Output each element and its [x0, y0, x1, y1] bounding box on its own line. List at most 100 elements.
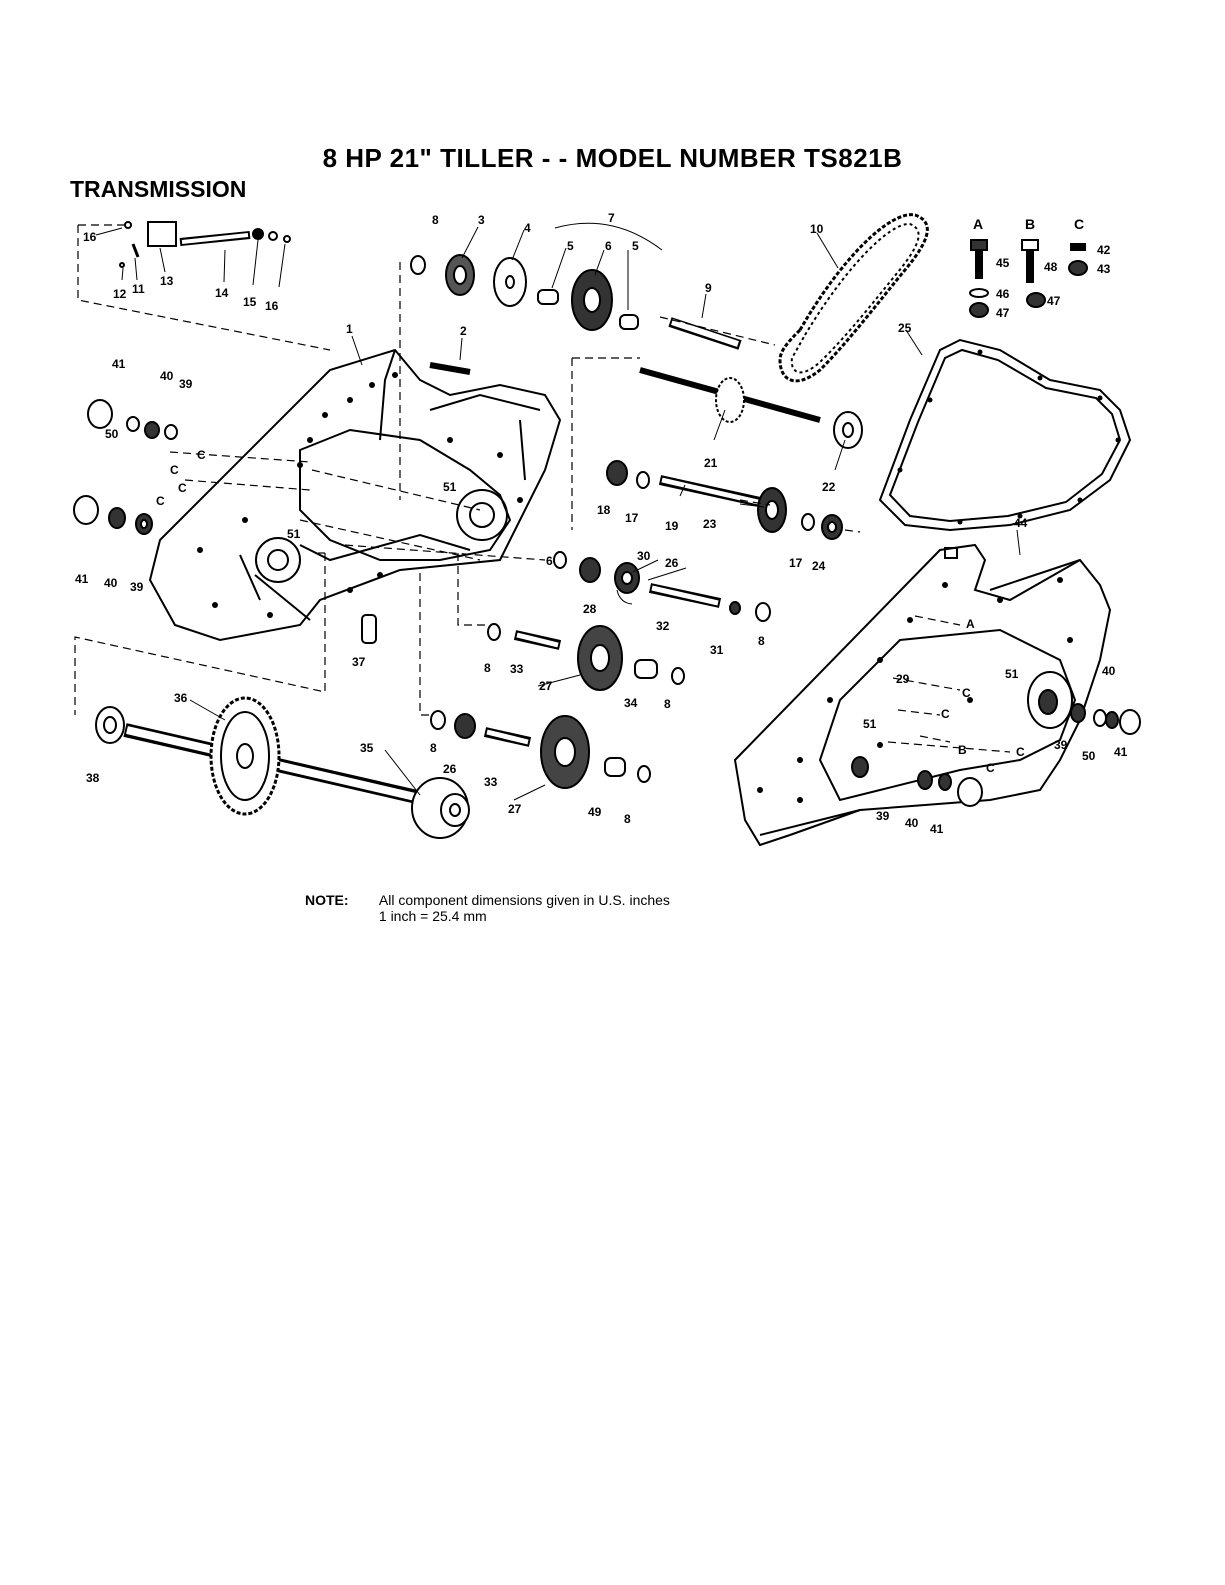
- callout-25: 25: [898, 321, 912, 335]
- callout-8: 8: [664, 697, 671, 711]
- callout-11: 11: [132, 282, 145, 296]
- callout-33: 33: [484, 775, 498, 789]
- callout-50: 50: [1082, 749, 1096, 763]
- note-line-1: All component dimensions given in U.S. i…: [378, 892, 670, 908]
- legend-header-b: B: [1025, 216, 1035, 232]
- callout-40: 40: [160, 369, 174, 383]
- callout-39: 39: [1054, 738, 1068, 752]
- callout-48: 48: [1044, 260, 1058, 274]
- callout-5: 5: [567, 239, 574, 253]
- shaft-19-assembly: [606, 460, 843, 540]
- callout-28: 28: [583, 602, 597, 616]
- callout-2: 2: [460, 324, 467, 338]
- callout-40: 40: [905, 816, 919, 830]
- legend-header-a: A: [973, 216, 983, 232]
- callout-32: 32: [656, 619, 670, 633]
- callout-41: 41: [75, 572, 89, 586]
- callout-35: 35: [360, 741, 374, 755]
- callout-41: 41: [930, 822, 944, 836]
- callout-37: 37: [352, 655, 366, 669]
- drive-chain: [778, 213, 929, 383]
- callout-33: 33: [510, 662, 524, 676]
- callout-42: 42: [1097, 243, 1111, 257]
- transmission-housing-left: [148, 348, 562, 642]
- shaft-33-upper-assembly: [487, 623, 685, 691]
- arrow-label-c: C: [178, 481, 187, 495]
- arrow-label-a: A: [966, 617, 975, 631]
- shift-parts: [119, 221, 291, 268]
- note-body: All component dimensions given in U.S. i…: [379, 892, 670, 924]
- callout-18: 18: [597, 503, 611, 517]
- shaft-33-lower-assembly: [430, 710, 651, 789]
- callout-41: 41: [1114, 745, 1128, 759]
- callout-8: 8: [432, 213, 439, 227]
- callout-43: 43: [1097, 262, 1111, 276]
- callout-50: 50: [105, 427, 119, 441]
- hardware-legend-headers: A B C: [973, 216, 1084, 232]
- axle-assembly: [95, 696, 470, 839]
- housing-holes-right: [757, 577, 1073, 803]
- shaft-32-assembly: [553, 551, 771, 622]
- callout-26: 26: [443, 762, 457, 776]
- callout-8: 8: [624, 812, 631, 826]
- arrow-label-c: C: [941, 707, 950, 721]
- callout-40: 40: [1102, 664, 1116, 678]
- callout-27: 27: [539, 679, 553, 693]
- callout-7: 7: [608, 211, 615, 225]
- arrow-label-c: C: [986, 761, 995, 775]
- right-bearings: [851, 689, 1141, 807]
- callout-46: 46: [996, 287, 1010, 301]
- callout-4: 4: [524, 221, 531, 235]
- callout-24: 24: [812, 559, 826, 573]
- callout-30: 30: [637, 549, 651, 563]
- callout-51: 51: [863, 717, 877, 731]
- callout-36: 36: [174, 691, 188, 705]
- callout-39: 39: [130, 580, 144, 594]
- callout-23: 23: [703, 517, 717, 531]
- callout-15: 15: [243, 295, 257, 309]
- callout-49: 49: [588, 805, 602, 819]
- callout-1: 1: [346, 322, 353, 336]
- callout-31: 31: [710, 643, 724, 657]
- note-label: NOTE:: [305, 892, 349, 908]
- callout-12: 12: [113, 287, 127, 301]
- callout-51: 51: [1005, 667, 1019, 681]
- callout-26: 26: [665, 556, 679, 570]
- left-bearings: [73, 399, 178, 535]
- callout-21: 21: [704, 456, 718, 470]
- legend-header-c: C: [1074, 216, 1084, 232]
- callout-22: 22: [822, 480, 836, 494]
- callout-8: 8: [430, 741, 437, 755]
- callout-16: 16: [265, 299, 279, 313]
- housing-gasket: [878, 338, 1132, 532]
- callout-3: 3: [478, 213, 485, 227]
- callout-51: 51: [443, 480, 457, 494]
- housing-holes-left: [197, 372, 523, 618]
- callout-47: 47: [1047, 294, 1061, 308]
- fastener-arrows: C C C C A C C B C C: [156, 448, 1025, 775]
- part-callouts: 1 2 3 4 5 5 6 6 7 8 8 8 8 8 8 9 10 11 12…: [75, 211, 1128, 836]
- note-line-2: 1 inch = 25.4 mm: [378, 908, 487, 924]
- callout-45: 45: [996, 256, 1010, 270]
- callout-38: 38: [86, 771, 100, 785]
- callout-8: 8: [484, 661, 491, 675]
- callout-47: 47: [996, 306, 1010, 320]
- section-title: TRANSMISSION: [70, 176, 247, 202]
- callout-40: 40: [104, 576, 118, 590]
- callout-6: 6: [546, 554, 553, 568]
- callout-17: 17: [625, 511, 639, 525]
- callout-39: 39: [876, 809, 890, 823]
- arrow-label-c: C: [962, 686, 971, 700]
- callout-19: 19: [665, 519, 679, 533]
- gasket-holes: [897, 349, 1121, 525]
- callout-34: 34: [624, 696, 638, 710]
- hardware-legend: [969, 239, 1088, 318]
- middle-shaft-assembly: [639, 367, 863, 449]
- callout-8: 8: [758, 634, 765, 648]
- callout-39: 39: [179, 377, 193, 391]
- transmission-housing-right: [733, 543, 1112, 847]
- top-parts-row: [410, 254, 742, 350]
- arrow-label-c: C: [170, 463, 179, 477]
- callout-10: 10: [810, 222, 824, 236]
- arrow-label-c: C: [1016, 745, 1025, 759]
